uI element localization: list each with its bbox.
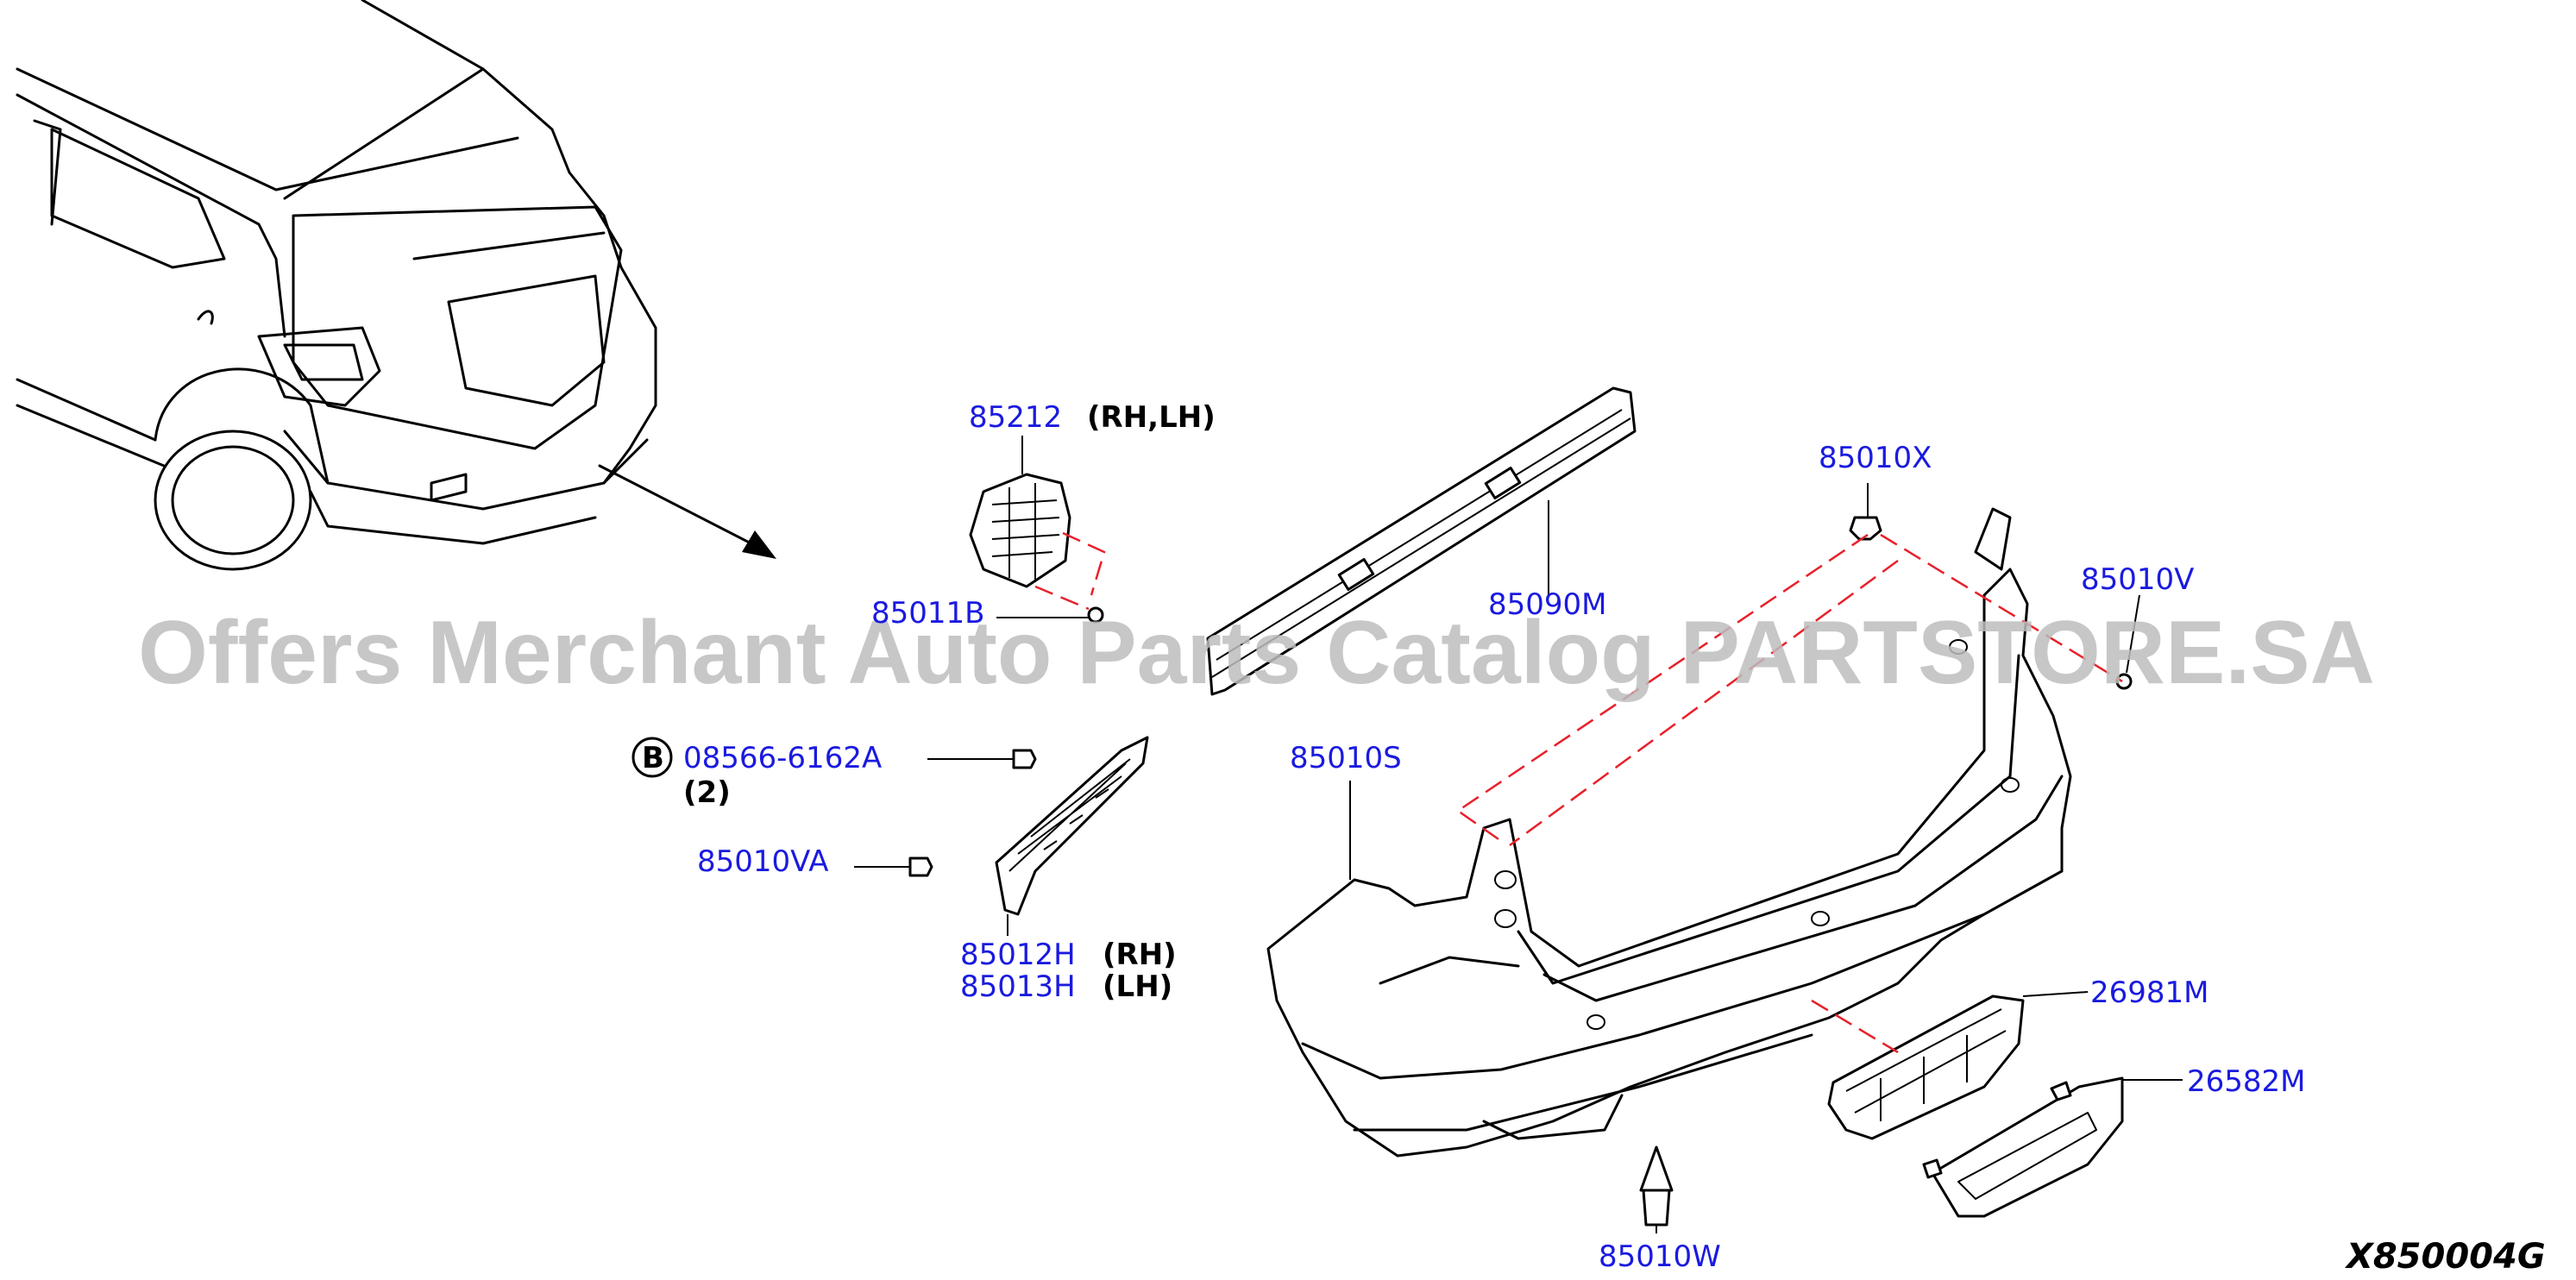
callout-85010w[interactable]: 85010W [1599,1239,1721,1274]
part-number: 85090M [1488,587,1607,622]
part-qualifier: (LH) [1103,969,1172,1004]
part-85090m [1206,386,1637,696]
callout-85010s[interactable]: 85010S [1290,741,1402,775]
part-number: 85011B [871,596,984,631]
callout-26981m[interactable]: 26981M [2090,976,2209,1010]
part-number: 85010S [1290,741,1402,775]
assembly-lines [1455,533,2123,1054]
callout-85010va[interactable]: 85010VA [697,844,829,879]
callout-85090m[interactable]: 85090M [1488,587,1607,622]
part-number: 85010X [1819,441,1932,475]
callout-85011b[interactable]: 85011B [871,596,984,631]
part-85212 [969,473,1106,624]
part-number: 85010W [1599,1239,1721,1274]
part-qualifier: (RH) [1103,938,1177,972]
dash-85212 [1034,531,1106,611]
watermark: Offers Merchant Auto Parts Catalog PARTS… [138,603,2375,703]
part-26981m [1827,995,2025,1140]
part-number: 08566-6162A [683,741,882,775]
vehicle-outline [16,0,776,571]
part-number: 26582M [2187,1064,2306,1099]
callout-85212[interactable]: 85212 (RH,LH) [969,400,1216,435]
callout-26582m[interactable]: 26582M [2187,1064,2306,1099]
part-number: 85012H [960,938,1076,972]
clip-85010w [1639,1145,1674,1227]
badge-circle [631,737,673,778]
part-quantity: (2) [683,775,731,810]
callout-85010x[interactable]: 85010X [1819,441,1932,475]
part-85012h [995,736,1149,916]
callout-08566-6162a[interactable]: B 08566-6162A (2) [631,737,882,810]
part-number: 85010VA [697,844,829,879]
part-number: 85212 [969,400,1062,435]
part-85010s [1266,507,2072,1158]
part-26582m [1922,1076,2124,1218]
clip-85010x [1849,516,1882,541]
callout-85010v[interactable]: 85010V [2081,562,2194,597]
clip-85010v [2115,673,2133,690]
leader-lines [854,436,2183,1233]
fastener-85010va [908,856,933,877]
callout-85013h[interactable]: 85013H (LH) [960,969,1172,1004]
part-number: 26981M [2090,976,2209,1010]
fastener-08566 [1012,749,1037,769]
part-number: 85010V [2081,562,2194,597]
callout-85012h[interactable]: 85012H (RH) [960,938,1177,972]
badge-letter: B [642,741,664,775]
part-qualifier: (RH,LH) [1087,400,1216,435]
part-number: 85013H [960,969,1076,1004]
diagram-code: X850004G [2344,1237,2546,1277]
